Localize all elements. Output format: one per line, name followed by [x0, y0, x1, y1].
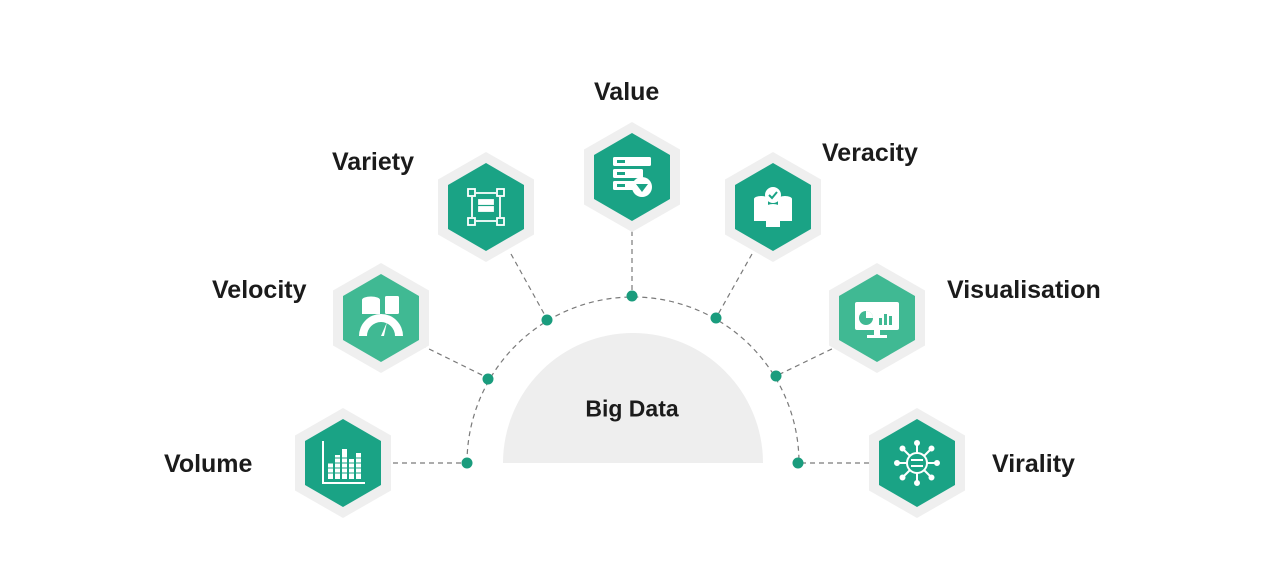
monitor-chart-icon	[855, 302, 899, 338]
speedometer-database-icon	[359, 296, 403, 336]
flowchart-icon	[467, 188, 505, 226]
label-velocity: Velocity	[212, 276, 307, 304]
dot-virality	[792, 457, 804, 469]
connector-velocity	[420, 344, 489, 379]
dot-value	[626, 290, 638, 302]
label-volume: Volume	[164, 450, 253, 478]
node-variety	[438, 152, 534, 262]
center-semicircle	[503, 333, 763, 463]
label-veracity: Veracity	[822, 139, 918, 167]
node-veracity	[725, 152, 821, 262]
dot-veracity	[710, 312, 722, 324]
label-virality: Virality	[992, 450, 1075, 478]
connector-veracity	[715, 253, 753, 319]
node-virality	[869, 408, 965, 518]
label-variety: Variety	[332, 148, 415, 176]
server-diamond-icon	[613, 157, 652, 197]
label-value: Value	[594, 78, 660, 106]
virus-network-icon	[894, 440, 940, 486]
center-label: Big Data	[585, 395, 679, 422]
dot-visualisation	[770, 370, 782, 382]
dot-volume	[461, 457, 473, 469]
dot-velocity	[482, 373, 494, 385]
dot-variety	[541, 314, 553, 326]
dashed-arc	[466, 296, 800, 464]
node-value	[584, 122, 680, 232]
label-visualisation: Visualisation	[947, 276, 1101, 304]
connector-visualisation	[775, 344, 841, 377]
database-check-icon	[754, 187, 792, 227]
node-visualisation	[829, 263, 925, 373]
connectors	[384, 222, 878, 464]
connector-variety	[510, 253, 548, 320]
node-velocity	[333, 263, 429, 373]
junction-dots	[461, 290, 804, 469]
bar-chart-icon	[322, 441, 365, 484]
node-volume	[295, 408, 391, 518]
